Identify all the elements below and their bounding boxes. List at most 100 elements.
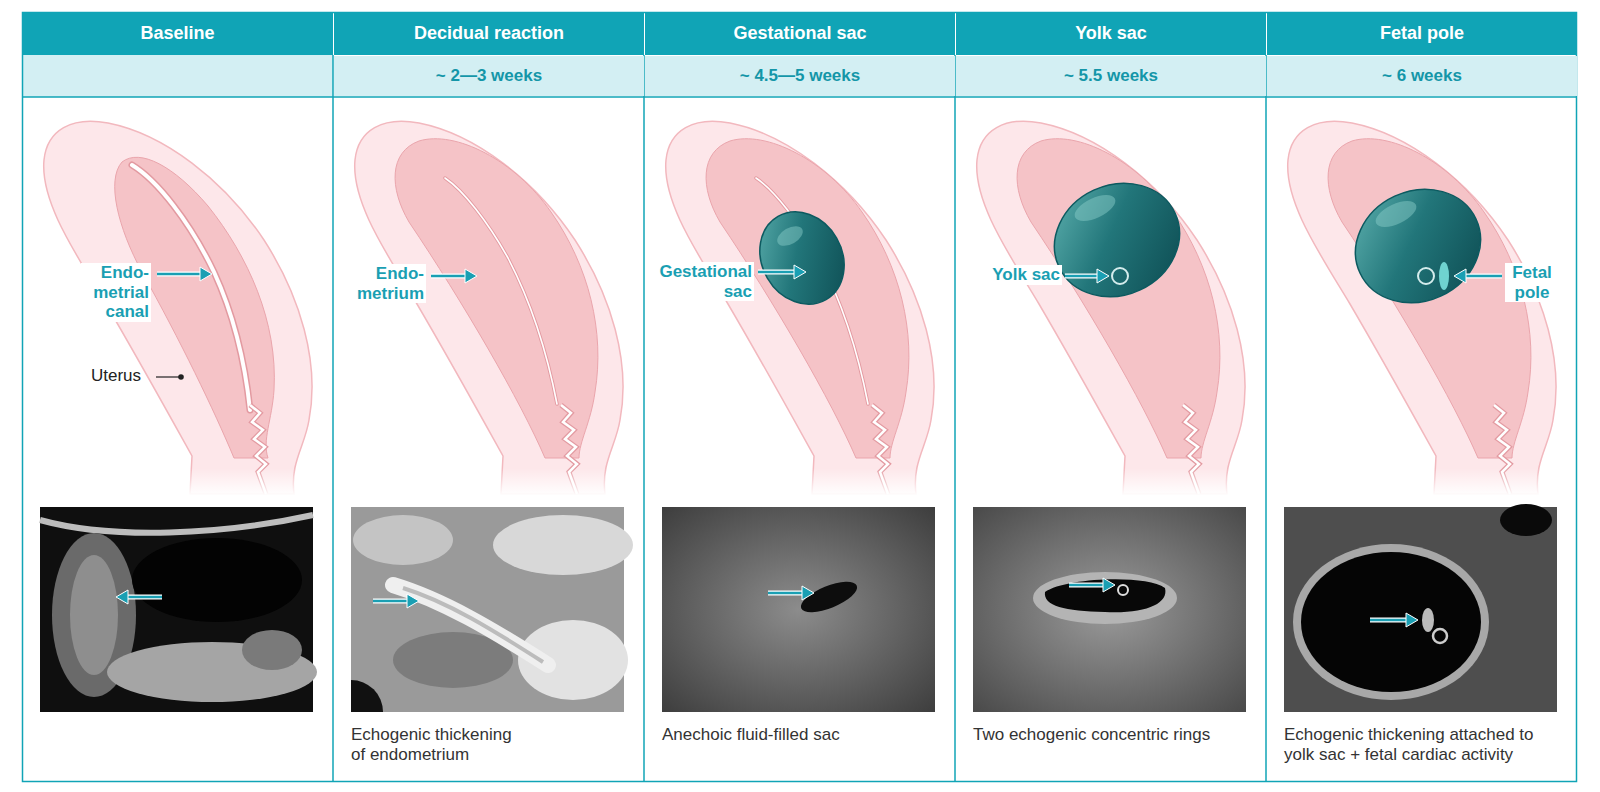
part-label: Yolk sac: [978, 265, 1062, 285]
leader-arrow: [157, 273, 202, 276]
table-line: [332, 55, 334, 782]
arrow-head: [200, 267, 212, 281]
ultrasound-arrow: [126, 596, 162, 599]
arrow-head: [1454, 269, 1466, 283]
header-band: Gestational sac: [645, 12, 955, 55]
arrow-head: [802, 586, 814, 600]
leader-dot: [178, 374, 184, 380]
ultrasound-detail: [353, 515, 453, 565]
header-text: ~ 5.5 weeks: [1064, 66, 1158, 86]
week-band: ~ 6 weeks: [1267, 56, 1577, 96]
leader-arrow: [431, 274, 467, 279]
header-band: Baseline: [22, 12, 333, 55]
fetal-pole: [1439, 262, 1449, 290]
header-band: Decidual reaction: [334, 12, 644, 55]
table-line: [22, 96, 1577, 98]
ultrasound-arrow: [1370, 619, 1408, 622]
ultrasound-detail: [403, 588, 543, 662]
header-text: Yolk sac: [1075, 23, 1147, 44]
ultrasound-detail: [1301, 552, 1481, 692]
header-text: ~ 2—3 weeks: [436, 66, 542, 86]
arrow-head: [794, 265, 806, 279]
table-line: [954, 55, 956, 782]
uterus-decidual: [351, 121, 633, 712]
ultrasound-detail: [351, 680, 383, 712]
table-border: [23, 13, 1577, 782]
table-line: [643, 55, 645, 782]
part-label: Endo- metrium: [346, 264, 426, 303]
uterus-baseline: [40, 121, 322, 712]
ultrasound-detail: [1118, 585, 1128, 595]
uterus-yolk-sac: [973, 121, 1255, 712]
uterus-outline: [977, 121, 1245, 494]
leader-arrow: [758, 271, 796, 274]
part-label: Uterus: [91, 366, 153, 386]
arrow-head: [1406, 613, 1418, 627]
leader-arrow: [1065, 274, 1099, 279]
header-band: Yolk sac: [956, 12, 1266, 55]
ultrasound-arrow: [768, 592, 804, 595]
ultrasound-arrow: [373, 600, 409, 603]
cervix: [1095, 405, 1255, 496]
sac-highlight: [1372, 196, 1420, 233]
week-band-empty: [22, 55, 333, 97]
week-band: ~ 4.5—5 weeks: [645, 56, 955, 96]
uterus-fetal-pole: [1284, 121, 1566, 712]
cervix: [473, 405, 633, 496]
uterus-gestational: [662, 121, 944, 712]
week-band: ~ 5.5 weeks: [956, 56, 1266, 96]
sac-highlight: [1071, 190, 1119, 227]
ultrasound-arrow: [373, 599, 409, 604]
ultrasound-detail: [393, 585, 548, 665]
ultrasound-arrow: [126, 595, 162, 600]
ultrasound-detail: [1033, 572, 1177, 624]
leader-arrow: [157, 272, 202, 277]
sac-highlight: [774, 222, 806, 250]
ultrasound-image: [662, 507, 935, 712]
gestational-sac: [1337, 169, 1499, 323]
uterus-outline: [666, 121, 934, 494]
header-text: ~ 6 weeks: [1382, 66, 1462, 86]
ultrasound-detail: [1433, 629, 1447, 643]
leader-line: [156, 376, 179, 377]
header-text: ~ 4.5—5 weeks: [740, 66, 861, 86]
caption-note: Two echogenic concentric rings: [973, 725, 1243, 745]
header-band: Fetal pole: [1267, 12, 1577, 55]
header-text: Decidual reaction: [414, 23, 564, 44]
ultrasound-detail: [1422, 608, 1434, 632]
arrow-head: [1103, 578, 1115, 592]
ultrasound-detail: [132, 538, 302, 622]
yolk-sac: [1418, 268, 1434, 284]
ultrasound-detail: [242, 630, 302, 670]
gestational-sac: [1036, 163, 1198, 317]
ultrasound-detail: [1500, 504, 1552, 536]
ultrasound-detail: [70, 555, 118, 675]
ultrasound-arrow: [1370, 618, 1408, 623]
cervix: [784, 405, 944, 496]
ultrasound-detail: [1293, 544, 1489, 700]
header-text: Baseline: [140, 23, 214, 44]
part-label: Fetal pole: [1505, 263, 1559, 302]
week-band: ~ 2—3 weeks: [334, 56, 644, 96]
ultrasound-arrow: [768, 591, 804, 596]
cervix: [1406, 405, 1566, 496]
arrow-head: [116, 590, 128, 604]
endometrial-canal: [445, 178, 557, 404]
caption-note: Echogenic thickening of endometrium: [351, 725, 527, 766]
part-label: Endo- metrial canal: [81, 263, 151, 322]
leader-arrow: [758, 270, 796, 275]
caption-note: Echogenic thickening attached to yolk sa…: [1284, 725, 1566, 766]
ultrasound-detail: [40, 515, 313, 533]
cervix: [162, 405, 322, 496]
part-label: Gestational sac: [648, 262, 754, 301]
uterus-outline: [355, 121, 623, 494]
uterus-outline: [44, 121, 312, 494]
header-text: Gestational sac: [733, 23, 866, 44]
arrow-head: [407, 594, 419, 608]
ultrasound-image: [973, 507, 1246, 712]
gestational-sac: [743, 196, 860, 319]
table-line: [1265, 55, 1267, 782]
ultrasound-image: [1284, 507, 1557, 712]
